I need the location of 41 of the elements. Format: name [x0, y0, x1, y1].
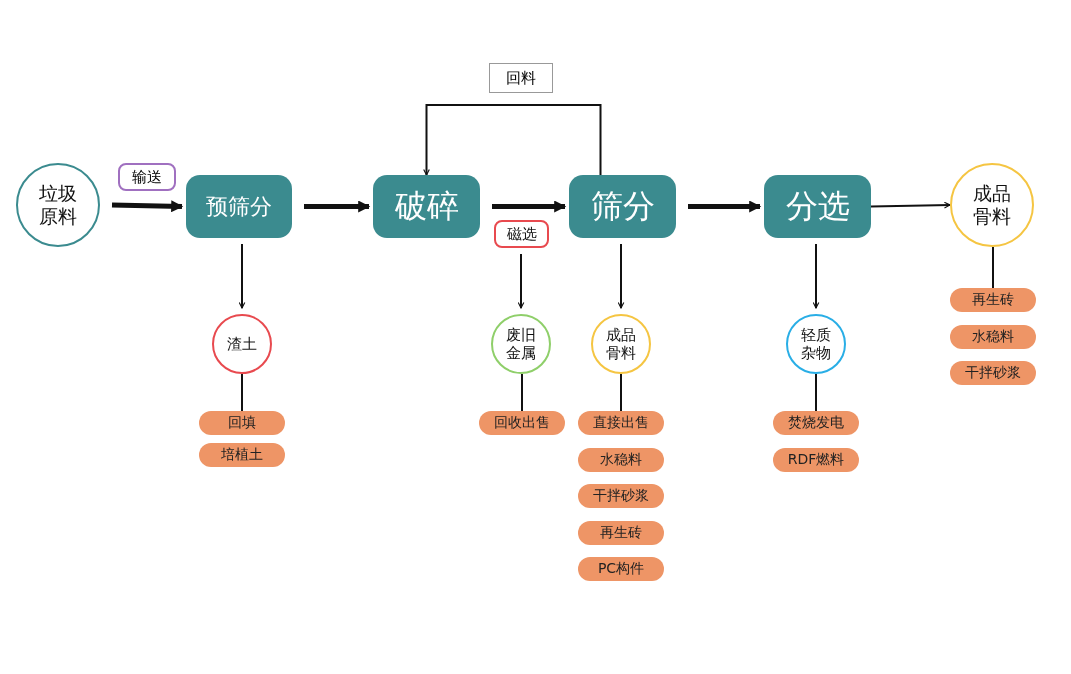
product-pill: 回填: [199, 411, 285, 435]
connector-line: [620, 373, 622, 412]
product-pill: 干拌砂浆: [578, 484, 664, 508]
connector-line: [815, 373, 817, 412]
process-circle: 废旧金属: [491, 314, 551, 374]
product-pill: RDF燃料: [773, 448, 859, 472]
product-pill: 水稳料: [950, 325, 1036, 349]
product-pill: 水稳料: [578, 448, 664, 472]
product-pill: 培植土: [199, 443, 285, 467]
process-box: 分选: [764, 175, 871, 238]
process-circle: 成品骨料: [950, 163, 1034, 247]
product-pill: PC构件: [578, 557, 664, 581]
connector-line: [521, 373, 523, 412]
connector-line: [241, 373, 243, 412]
product-pill: 焚烧发电: [773, 411, 859, 435]
arrow: [492, 200, 567, 213]
arrow: [870, 201, 951, 209]
arrow: [617, 243, 625, 309]
edge-label: 回料: [489, 63, 553, 93]
arrow: [304, 200, 371, 213]
arrow: [111, 200, 184, 213]
edge-label: 输送: [118, 163, 176, 191]
arrow: [238, 243, 246, 309]
arrow: [423, 104, 602, 176]
process-box: 预筛分: [186, 175, 292, 238]
process-circle: 成品骨料: [591, 314, 651, 374]
product-pill: 干拌砂浆: [950, 361, 1036, 385]
product-pill: 再生砖: [950, 288, 1036, 312]
connector-line: [992, 246, 994, 289]
arrow: [812, 243, 820, 309]
product-pill: 回收出售: [479, 411, 565, 435]
process-circle: 垃圾原料: [16, 163, 100, 247]
process-box: 筛分: [569, 175, 676, 238]
step-tag: 磁选: [494, 220, 549, 248]
arrow: [517, 253, 525, 309]
process-circle: 轻质杂物: [786, 314, 846, 374]
process-circle: 渣土: [212, 314, 272, 374]
arrow: [688, 200, 762, 213]
process-box: 破碎: [373, 175, 480, 238]
product-pill: 直接出售: [578, 411, 664, 435]
product-pill: 再生砖: [578, 521, 664, 545]
